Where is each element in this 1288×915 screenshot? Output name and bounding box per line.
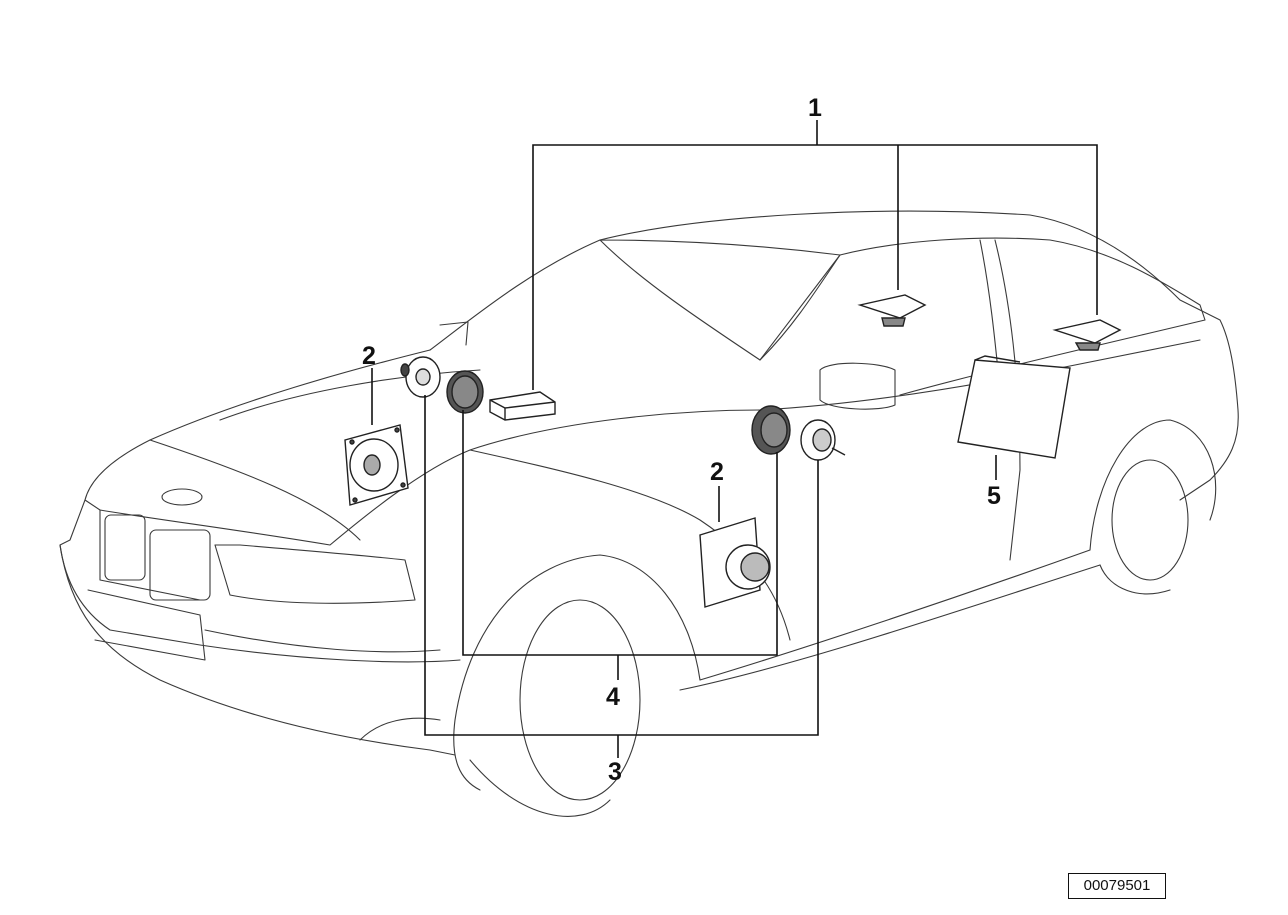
- car-front-wheel-arch: [454, 554, 701, 721]
- car-rear-wheel: [1111, 459, 1189, 581]
- callout-4-bracket: [462, 410, 778, 656]
- car-side-window: [839, 237, 1206, 396]
- callout-label-1: 1: [808, 94, 822, 122]
- car-front-bumper: [59, 544, 461, 663]
- car-kidney-grille-left: [104, 514, 146, 581]
- callout-1-bracket: [532, 144, 1098, 390]
- callout-label-5: 5: [987, 482, 1001, 510]
- car-headlight: [214, 544, 416, 604]
- diagram-id-box: 00079501: [1068, 873, 1166, 899]
- callout-label-3: 3: [608, 758, 622, 786]
- rear-shelf-speaker-left: [857, 294, 927, 327]
- tweeter-housing-left: [400, 356, 441, 398]
- door-speaker-front-left: [344, 424, 409, 506]
- car-kidney-grille-right: [149, 529, 211, 601]
- callout-3-bracket: [424, 395, 819, 736]
- amplifier-panel: [957, 355, 1071, 459]
- car-rear-wheel-arch: [1089, 419, 1217, 551]
- tweeter-housing-right: [800, 419, 846, 461]
- rear-shelf-speaker-right: [1052, 319, 1122, 351]
- center-speaker-box: [489, 391, 556, 421]
- tweeter-grille-left: [446, 370, 484, 414]
- car-windshield: [599, 239, 841, 361]
- car-roof-line: [429, 210, 1239, 501]
- callout-label-2-top: 2: [362, 342, 376, 370]
- car-side-mirror: [819, 362, 896, 410]
- tweeter-grille-right: [751, 405, 791, 455]
- door-speaker-front-right: [699, 517, 771, 608]
- callout-label-2-bottom: 2: [710, 458, 724, 486]
- car-hood: [84, 349, 761, 546]
- car-front-wheel: [519, 599, 641, 801]
- callout-label-4: 4: [606, 683, 620, 711]
